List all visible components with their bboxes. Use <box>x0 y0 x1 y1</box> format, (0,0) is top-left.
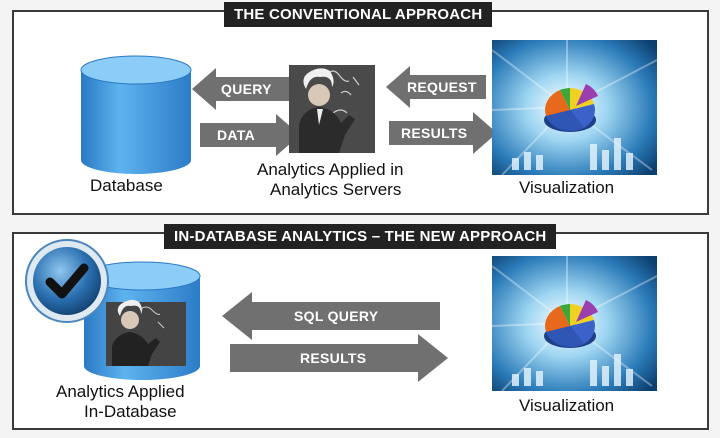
query-arrow <box>192 68 292 110</box>
visualization-label-bottom: Visualization <box>519 396 615 415</box>
query-arrow-label: QUERY <box>221 81 272 97</box>
results-arrow-label: RESULTS <box>401 125 468 141</box>
data-arrow-label: DATA <box>217 127 256 143</box>
in-database-approach-title: IN-DATABASE ANALYTICS – THE NEW APPROACH <box>164 224 557 249</box>
analytics-servers-label-line1: Analytics Applied in <box>257 160 404 179</box>
in-database-cylinder-icon <box>83 261 201 380</box>
in-database-label-line1: Analytics Applied <box>56 382 185 401</box>
analytics-servers-label-line2: Analytics Servers <box>270 180 402 199</box>
database-label: Database <box>90 176 163 195</box>
sql-query-arrow-label: SQL QUERY <box>294 308 379 324</box>
in-database-label-line2: In-Database <box>84 402 177 421</box>
in-database-results-arrow <box>230 334 448 382</box>
request-arrow <box>386 66 486 108</box>
results-arrow <box>389 112 497 154</box>
sql-query-arrow <box>222 292 440 340</box>
visualization-chart-icon-bottom <box>492 256 657 391</box>
visualization-label-top: Visualization <box>519 178 615 197</box>
conventional-approach-title: THE CONVENTIONAL APPROACH <box>224 2 493 27</box>
in-database-results-arrow-label: RESULTS <box>300 350 367 366</box>
checkmark-badge-icon <box>25 239 109 323</box>
data-arrow <box>200 114 300 156</box>
analytics-server-photo <box>289 65 375 153</box>
request-arrow-label: REQUEST <box>407 79 477 95</box>
database-cylinder-icon <box>80 55 192 174</box>
visualization-chart-icon <box>492 40 657 175</box>
conventional-approach-panel: THE CONVENTIONAL APPROACH Database QUERY… <box>12 2 709 215</box>
in-database-approach-panel: IN-DATABASE ANALYTICS – THE NEW APPROACH <box>12 224 709 430</box>
